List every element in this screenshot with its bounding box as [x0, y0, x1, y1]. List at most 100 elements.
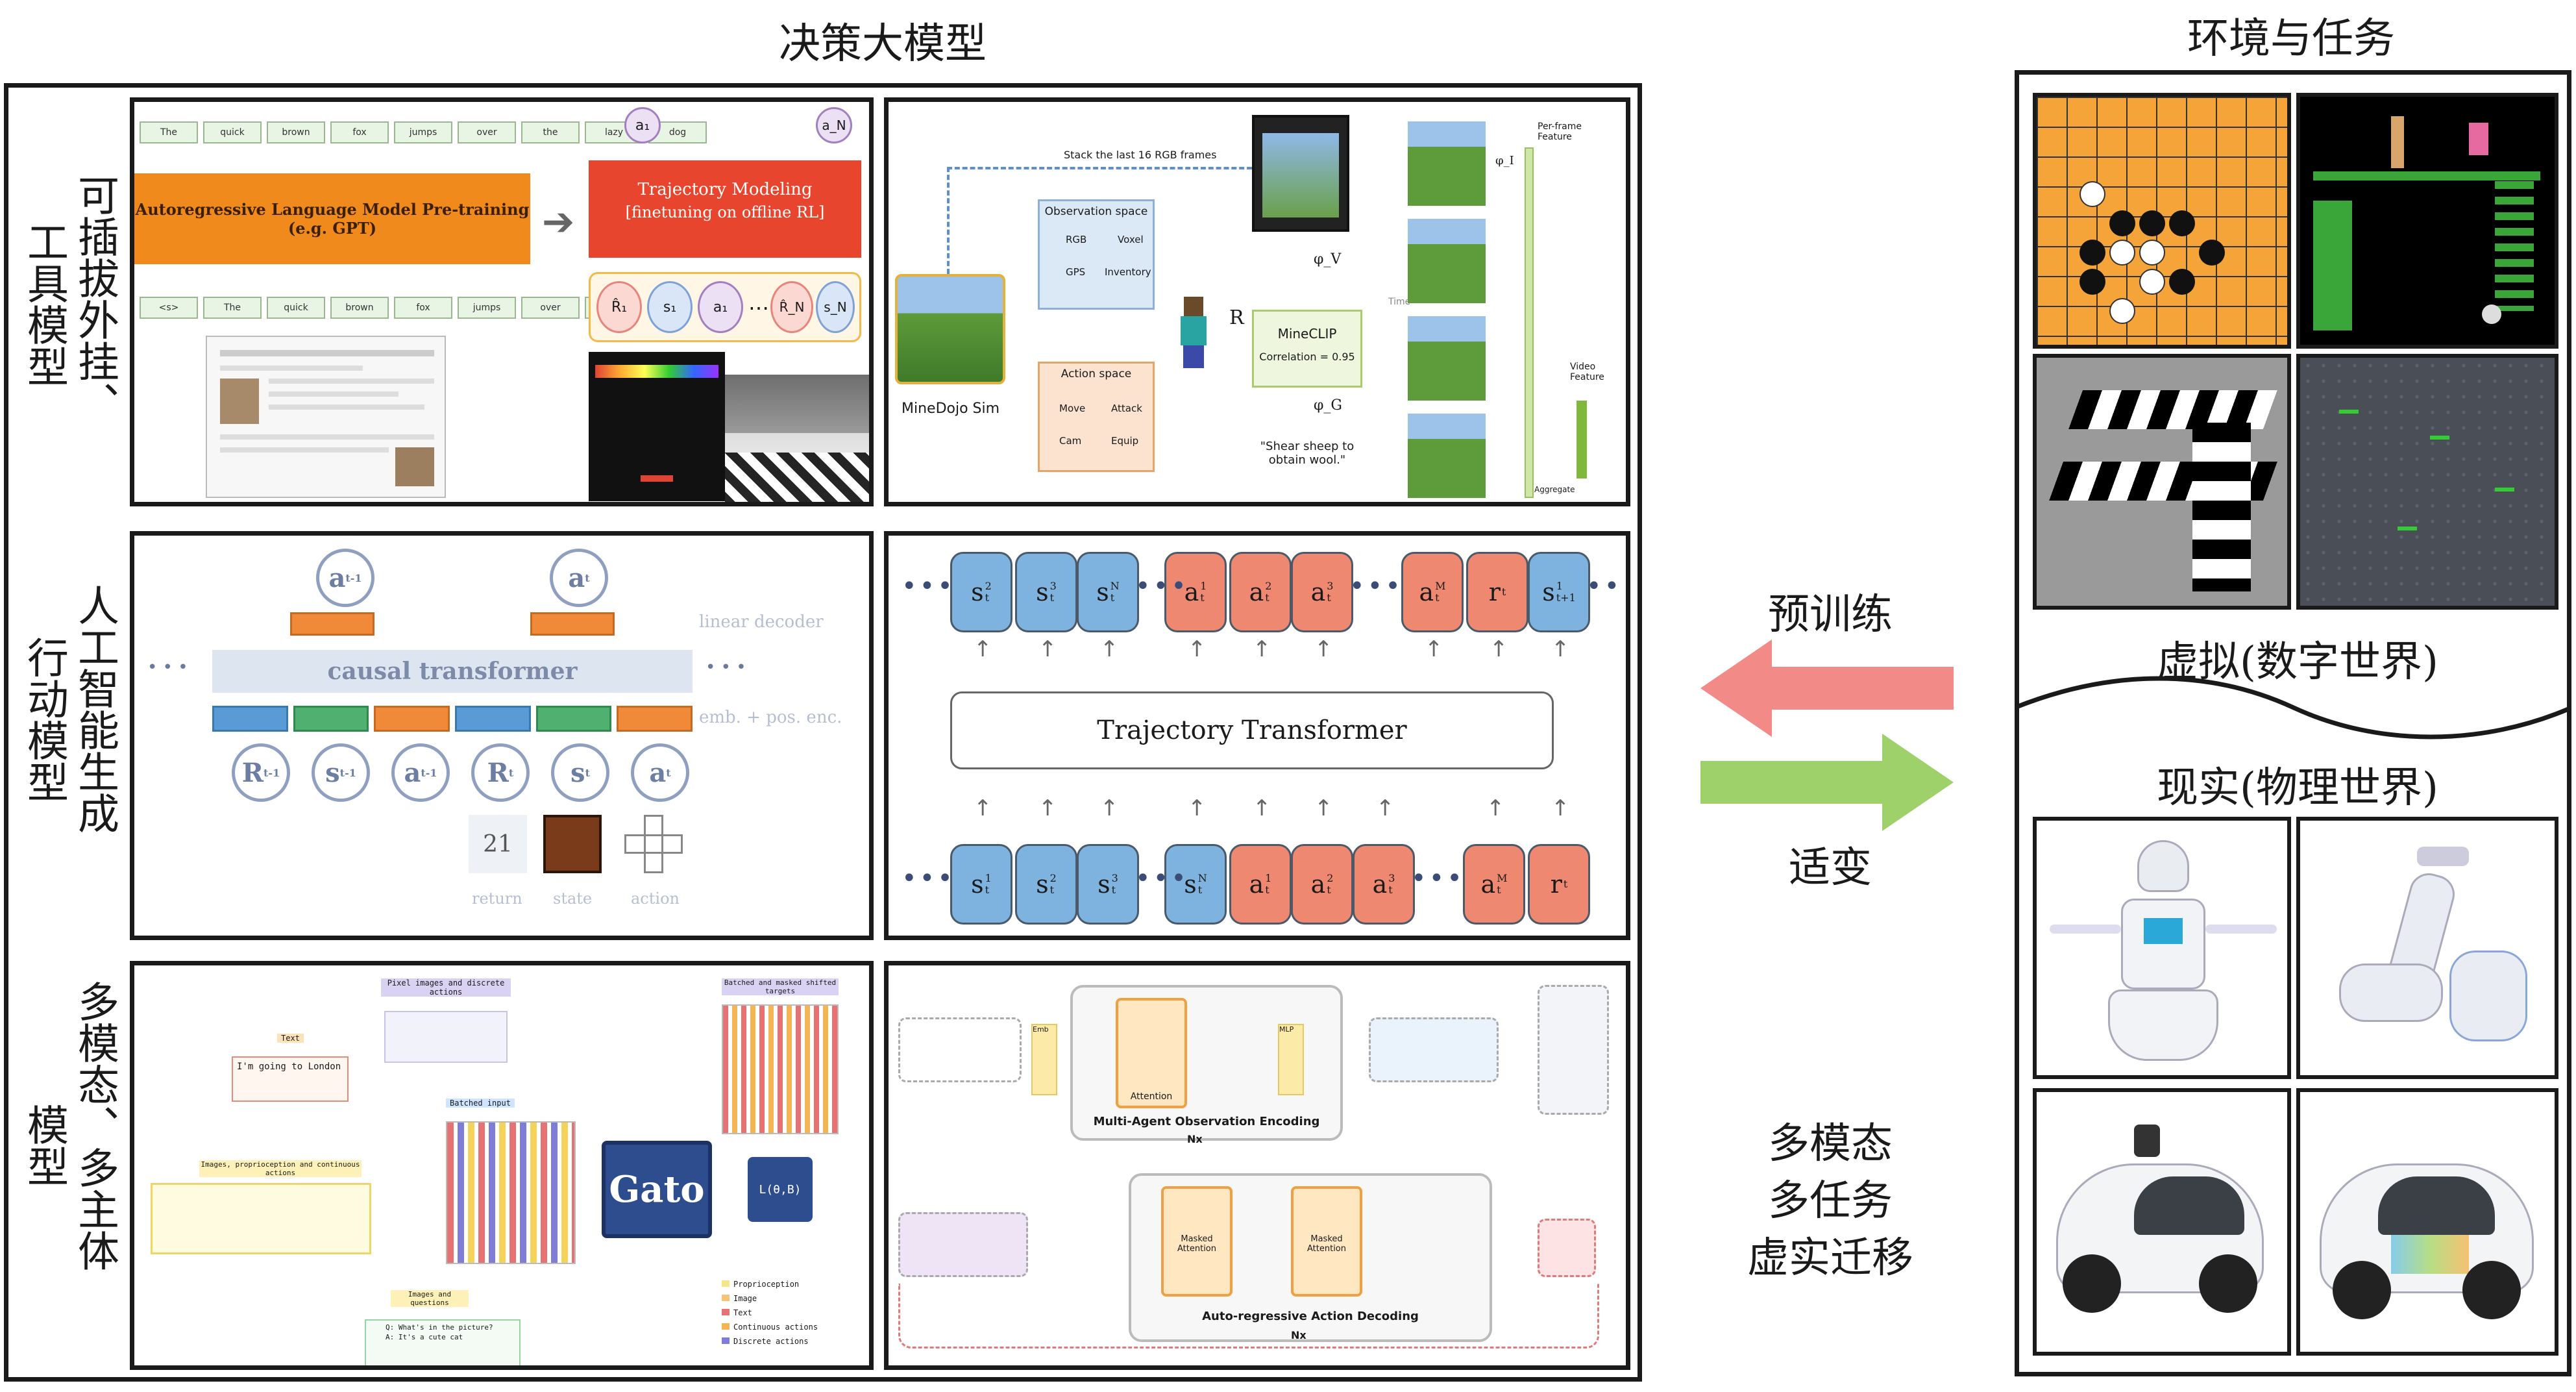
- legend-item: Text: [722, 1306, 818, 1320]
- token-letter: r: [1488, 578, 1501, 606]
- phiV-label: φ_V: [1314, 251, 1342, 267]
- token-sup: N: [1110, 580, 1120, 592]
- token-sup: 2: [1265, 580, 1272, 592]
- token-sub: t: [985, 591, 990, 604]
- token-sub: t: [1388, 884, 1393, 896]
- dashed-connector-vertical: [947, 167, 950, 274]
- images-tag: Images, proprioception and continuous ac…: [199, 1160, 362, 1177]
- minedojo-sim-image: [895, 274, 1005, 384]
- token-sub: t: [1327, 884, 1331, 896]
- seq-dots: …: [748, 290, 769, 315]
- frames-filmstrip: [1252, 115, 1349, 232]
- value-stack: [1538, 985, 1609, 1115]
- google-car-image: [2296, 1088, 2558, 1356]
- atari-tokens: [384, 1011, 508, 1063]
- perframe-label: Per-frame Feature: [1538, 121, 1582, 142]
- token-letter: s: [1184, 870, 1197, 899]
- token-sup: 1: [1556, 580, 1563, 592]
- sim2real-label: 虚实迁移: [1747, 1234, 1913, 1282]
- seq-s1: s₁: [647, 281, 693, 333]
- quote-label: "Shear sheep to obtain wool.": [1260, 440, 1355, 467]
- token-letter: s: [1036, 578, 1049, 606]
- token-letter: a: [1249, 870, 1264, 899]
- token-sup: 3: [1388, 872, 1395, 884]
- wiki-page-thumbnail: [206, 336, 446, 498]
- token: brown: [267, 121, 325, 143]
- action-cross-icon: [624, 815, 683, 873]
- traj-title: Trajectory Modeling: [637, 180, 813, 199]
- up-arrow-icon: ↑: [1314, 795, 1333, 821]
- encoder-label: Multi-Agent Observation Encoding: [1093, 1115, 1320, 1128]
- dots-right: • • •: [705, 658, 746, 677]
- stack-label: Stack the last 16 RGB frames: [1064, 149, 1217, 161]
- seq-RN: R̂_N: [770, 281, 813, 333]
- token-sup: 3: [1327, 580, 1334, 592]
- time-label: Time: [1388, 297, 1411, 307]
- up-arrow-icon: ↑: [1253, 636, 1271, 662]
- token-indices: t: [1502, 586, 1506, 598]
- pretrain-label: 预训练: [1768, 591, 1893, 639]
- ellipsis-dots: •••: [1586, 571, 1626, 601]
- legend-item-label: Proprioception: [733, 1280, 800, 1289]
- target-grid: [722, 1004, 839, 1134]
- up-arrow-icon: ↑: [1376, 795, 1395, 821]
- up-arrow-icon: ↑: [974, 636, 992, 662]
- token-sub: t: [1049, 884, 1055, 896]
- action-label: action: [631, 889, 680, 908]
- token: fox: [394, 297, 452, 319]
- panel-multi-agent-transformer: Attention Multi-Agent Observation Encodi…: [884, 961, 1630, 1370]
- dots-left: • • •: [147, 658, 188, 677]
- act-item: Move: [1059, 403, 1086, 414]
- platform-game-image: [2296, 93, 2558, 349]
- ellipsis-dots: •••: [902, 571, 955, 601]
- token-letter: a: [1372, 870, 1388, 899]
- input-letter: a: [649, 757, 667, 788]
- traj-sub: [finetuning on offline RL]: [625, 203, 825, 221]
- ellipsis-dots: •••: [902, 864, 955, 893]
- a-text: A: It's a cute cat: [386, 1333, 463, 1341]
- token: brown: [330, 297, 389, 319]
- masked-attention-box-2: Masked Attention: [1291, 1186, 1362, 1297]
- q-text: Q: What's in the picture?: [386, 1323, 493, 1332]
- up-arrow-icon: ↑: [1100, 636, 1119, 662]
- panel-gato: Pixel images and discrete actions Text I…: [130, 961, 874, 1370]
- state-label: state: [553, 889, 593, 908]
- token-sub: t: [985, 884, 990, 896]
- token: fox: [330, 121, 389, 143]
- wavy-divider: [2015, 676, 2571, 740]
- mineclip-box: MineCLIP Correlation = 0.95: [1252, 310, 1362, 388]
- obs-token-group: [898, 1017, 1022, 1082]
- token-sup: 2: [985, 580, 992, 592]
- frame-thumb: [1408, 121, 1486, 206]
- up-arrow-icon: ↑: [1038, 636, 1057, 662]
- token-indices: t: [1564, 878, 1567, 890]
- corr-label: Correlation = 0.95: [1259, 351, 1355, 363]
- token-sub: t: [1110, 591, 1115, 604]
- attention-box: Attention: [1116, 998, 1187, 1108]
- real-world-label: 现实(物理世界): [2157, 764, 2438, 812]
- row-label-aigc-action-col2: 行动模型: [20, 636, 68, 802]
- input-letter: a: [404, 757, 421, 788]
- act-item: Attack: [1111, 403, 1142, 414]
- input-letter: s: [570, 757, 585, 788]
- output-a-sub: t: [585, 571, 590, 584]
- arrow-right-icon: ➔: [542, 199, 575, 245]
- up-arrow-icon: ↑: [1188, 795, 1207, 821]
